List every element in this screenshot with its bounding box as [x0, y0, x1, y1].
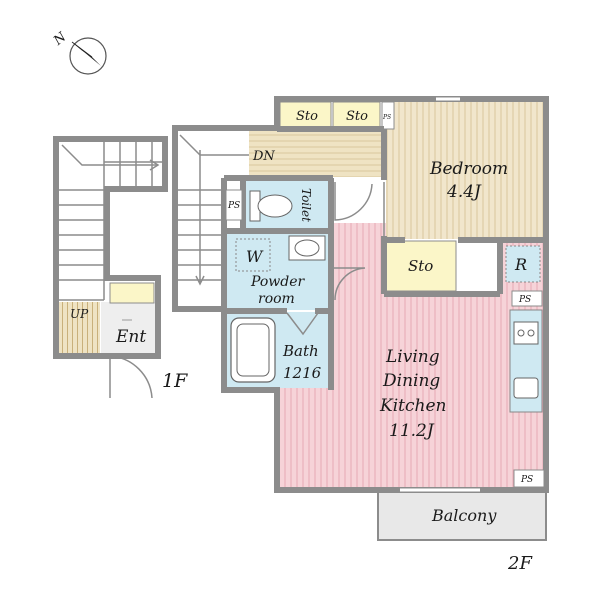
ps-corner-box [513, 469, 545, 488]
bath-name: Bath [282, 342, 319, 360]
second-floor-stairs [177, 131, 249, 306]
washer-box [235, 238, 271, 272]
down-stairs-corridor [249, 131, 384, 177]
up-landing [59, 302, 100, 353]
ps-kitchen-box [511, 290, 543, 307]
storage-3-label: Sto [408, 257, 433, 275]
bathtub-fixture [230, 317, 276, 383]
storage-1 [279, 101, 332, 130]
balcony-floor [377, 491, 547, 541]
refrigerator-label: R [514, 255, 527, 274]
sink-fixture [288, 235, 326, 261]
compass-label: N [50, 29, 70, 49]
entrance-floor [101, 302, 155, 353]
ps-kitchen-label: PS [518, 295, 531, 305]
ldk-label-2: Dining [382, 371, 440, 391]
ps-small-label: PS [382, 114, 391, 121]
storage-2-label: Sto [346, 109, 368, 124]
second-floor: DN [172, 96, 549, 574]
toilet-door[interactable] [334, 182, 373, 221]
first-floor-stairs [59, 142, 162, 301]
ldk-label-3: Kitchen [379, 396, 446, 416]
bath-size: 1216 [283, 364, 322, 382]
first-floor: UP Ent 1F [53, 136, 188, 399]
ps-toilet-label: PS [227, 201, 240, 211]
second-floor-walls [172, 96, 549, 493]
powder-room-label-1: Powder [250, 274, 306, 290]
refrigerator-box [505, 245, 541, 283]
down-stairs-label: DN [252, 149, 275, 164]
kitchen-counter [509, 309, 543, 413]
bedroom-name: Bedroom [429, 159, 508, 179]
entrance-label: Ent [115, 327, 146, 347]
bedroom-size: 4.4J [446, 182, 482, 202]
ldk-label-1: Living [385, 347, 440, 367]
up-stairs-label: UP [70, 307, 89, 321]
entrance-door[interactable] [109, 355, 153, 399]
powder-room-door[interactable] [333, 267, 366, 301]
storage-2 [332, 101, 381, 130]
second-floor-label: 2F [507, 553, 533, 574]
storage-3 [385, 240, 457, 292]
ldk-floor [280, 223, 544, 488]
bath-door[interactable] [286, 312, 319, 336]
bedroom-floor [386, 101, 544, 239]
ldk-size: 11.2J [389, 421, 435, 441]
toilet-label: Toilet [299, 188, 313, 222]
shoe-cabinet [109, 282, 155, 304]
washer-label: W [246, 247, 264, 266]
ps-corner-label: PS [520, 475, 533, 485]
toilet-fixture [249, 190, 293, 222]
storage-1-label: Sto [296, 109, 318, 124]
first-floor-label: 1F [162, 370, 188, 392]
balcony-label: Balcony [431, 506, 497, 525]
powder-room-label-2: room [258, 291, 295, 307]
compass: N [50, 29, 107, 75]
ps-toilet-box [225, 189, 243, 221]
